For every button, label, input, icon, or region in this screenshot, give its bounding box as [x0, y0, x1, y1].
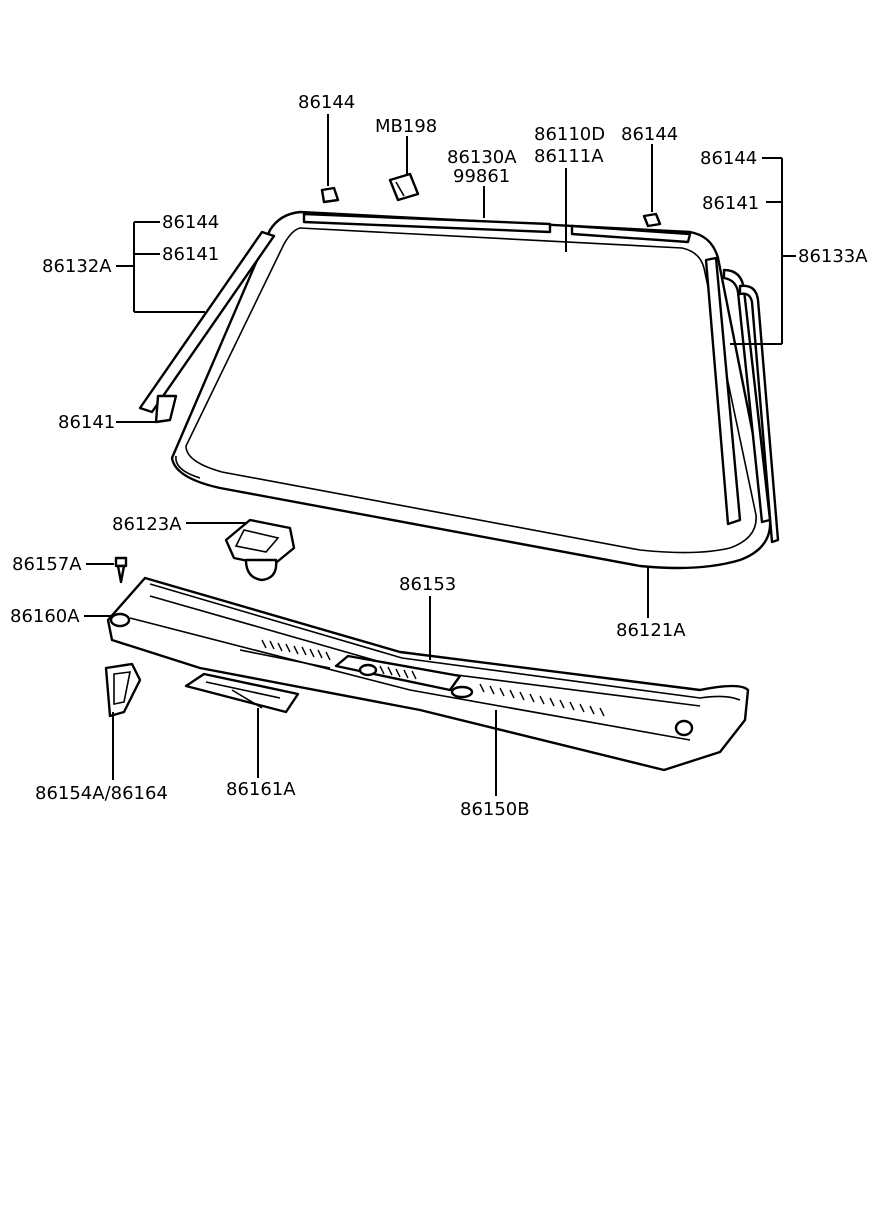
label-86144-topright: 86144: [621, 124, 678, 145]
tray-86161a: [184, 672, 300, 714]
label-86141-right: 86141: [702, 193, 759, 214]
label-86150b: 86150B: [460, 799, 530, 820]
label-86161a: 86161A: [226, 779, 296, 800]
clip-86144-top: [320, 186, 340, 204]
label-86141-lower: 86141: [58, 412, 115, 433]
cover-86154a: [104, 662, 142, 718]
left-side-moulding: [138, 230, 276, 424]
label-86133a: 86133A: [798, 246, 868, 267]
windshield-glass: [170, 210, 772, 570]
label-86157a: 86157A: [12, 554, 82, 575]
part-labels: 86144 MB198 86130A 99861 86110D 86111A 8…: [10, 92, 868, 820]
leader-lines: [84, 114, 796, 796]
right-side-moulding: [704, 256, 780, 544]
clip-86144-topright: [642, 212, 662, 228]
label-86160a: 86160A: [10, 606, 80, 627]
label-86141-left: 86141: [162, 244, 219, 265]
top-moulding-strip: [302, 212, 692, 244]
cowl-vent-grille: [261, 639, 605, 717]
cowl-panel-86150b: [106, 576, 750, 772]
label-86153: 86153: [399, 574, 456, 595]
label-86130a: 86130A: [447, 147, 517, 168]
label-86144-right: 86144: [700, 148, 757, 169]
label-mb198: MB198: [375, 116, 437, 137]
clip-mb198: [388, 172, 420, 202]
bracket-86123a: [224, 518, 296, 582]
label-86111a: 86111A: [534, 146, 604, 167]
label-86123a: 86123A: [112, 514, 182, 535]
label-86144-top: 86144: [298, 92, 355, 113]
screw-86157a: [114, 556, 128, 584]
label-86121a: 86121A: [616, 620, 686, 641]
label-86110d: 86110D: [534, 124, 605, 145]
label-99861: 99861: [453, 166, 510, 187]
label-86132a: 86132A: [42, 256, 112, 277]
label-86154a-86164: 86154A/86164: [35, 783, 168, 804]
label-86144-left: 86144: [162, 212, 219, 233]
